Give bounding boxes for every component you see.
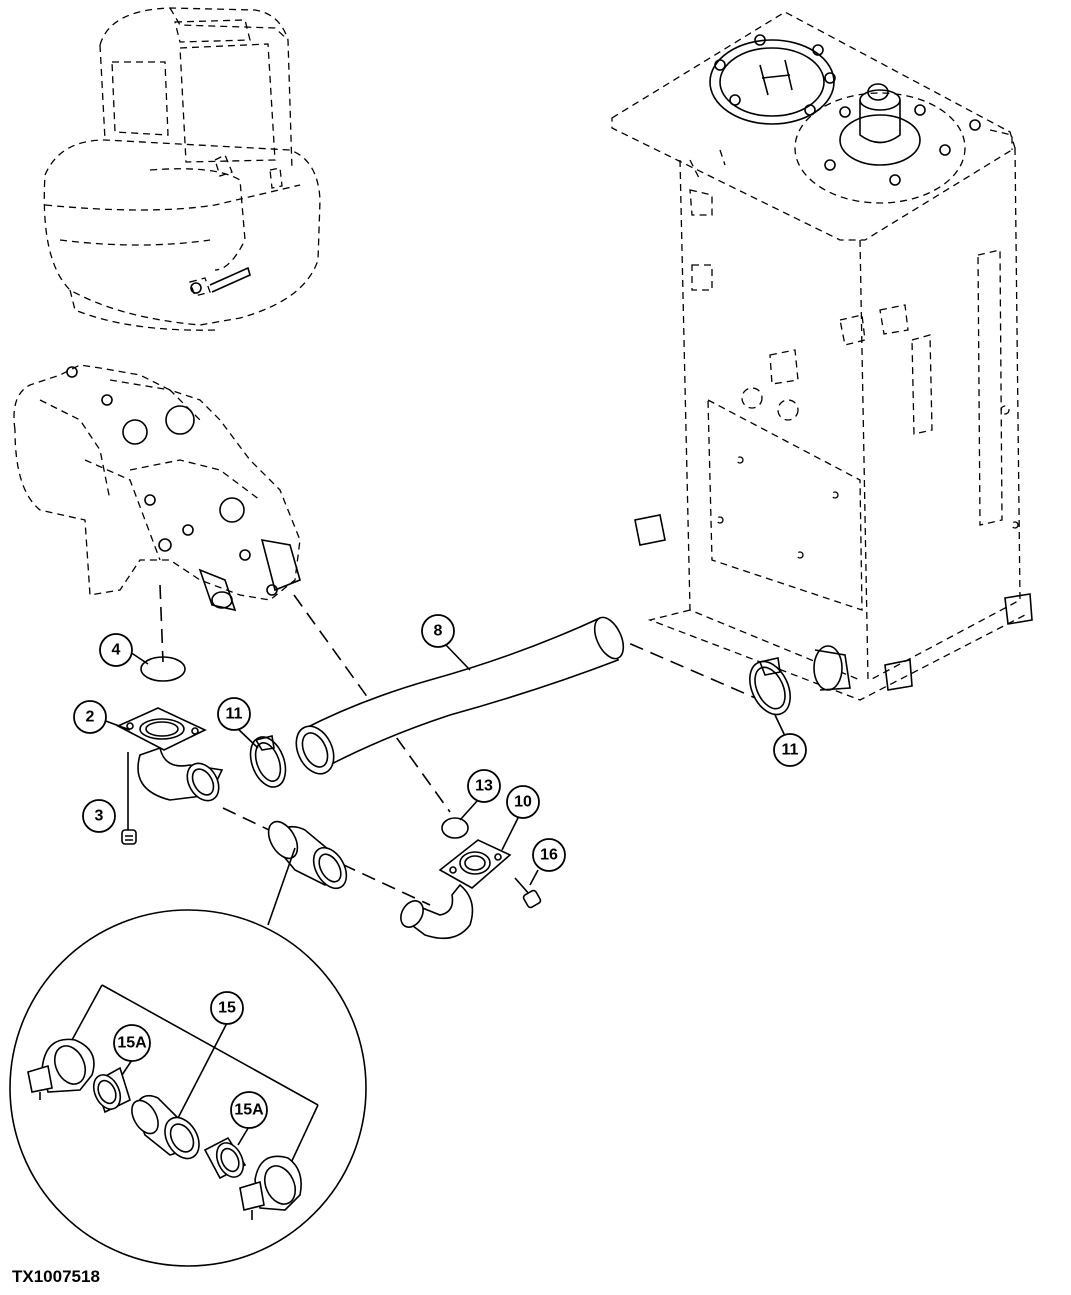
callout-11-right: 11 <box>773 733 807 767</box>
svg-text:11: 11 <box>226 706 243 723</box>
svg-text:2: 2 <box>86 709 95 726</box>
detail-view-circle <box>9 847 367 1267</box>
hydraulic-tank-outline <box>611 11 1033 701</box>
bolt-part-16 <box>514 877 542 909</box>
flange-elbow-part-2 <box>116 707 224 802</box>
callout-10: 10 <box>506 785 540 819</box>
hose-part-8 <box>295 616 625 775</box>
svg-text:16: 16 <box>540 847 558 864</box>
callout-16: 16 <box>532 838 566 872</box>
o-ring-part-4 <box>140 656 186 682</box>
bolt-part-3 <box>121 752 137 845</box>
figure-code: TX1007518 <box>12 1267 100 1286</box>
svg-text:15A: 15A <box>117 1035 147 1052</box>
callout-13: 13 <box>467 769 501 803</box>
hose-clamp-part-11-left <box>249 735 287 788</box>
flange-elbow-part-10 <box>400 839 512 940</box>
callout-11-left: 11 <box>217 697 251 731</box>
callout-leaders <box>102 643 786 1146</box>
coupling-part-15 <box>267 820 348 890</box>
hydraulic-pump-outline <box>13 364 301 612</box>
callout-3: 3 <box>82 799 116 833</box>
svg-text:3: 3 <box>95 808 104 825</box>
excavator-cab-outline <box>43 7 321 331</box>
svg-text:11: 11 <box>782 742 799 759</box>
svg-text:15A: 15A <box>234 1102 264 1119</box>
svg-text:15: 15 <box>218 1000 236 1017</box>
o-ring-part-13 <box>441 817 469 839</box>
svg-text:4: 4 <box>112 642 121 659</box>
svg-text:8: 8 <box>434 623 443 640</box>
callout-4: 4 <box>99 633 133 667</box>
callout-15: 15 <box>210 991 244 1025</box>
hose-clamp-part-11-right <box>749 657 791 716</box>
callout-15a-right: 15A <box>230 1091 268 1129</box>
svg-text:10: 10 <box>514 794 532 811</box>
callout-8: 8 <box>421 614 455 648</box>
callout-15a-left: 15A <box>113 1024 151 1062</box>
callout-2: 2 <box>73 700 107 734</box>
svg-text:13: 13 <box>475 778 493 795</box>
